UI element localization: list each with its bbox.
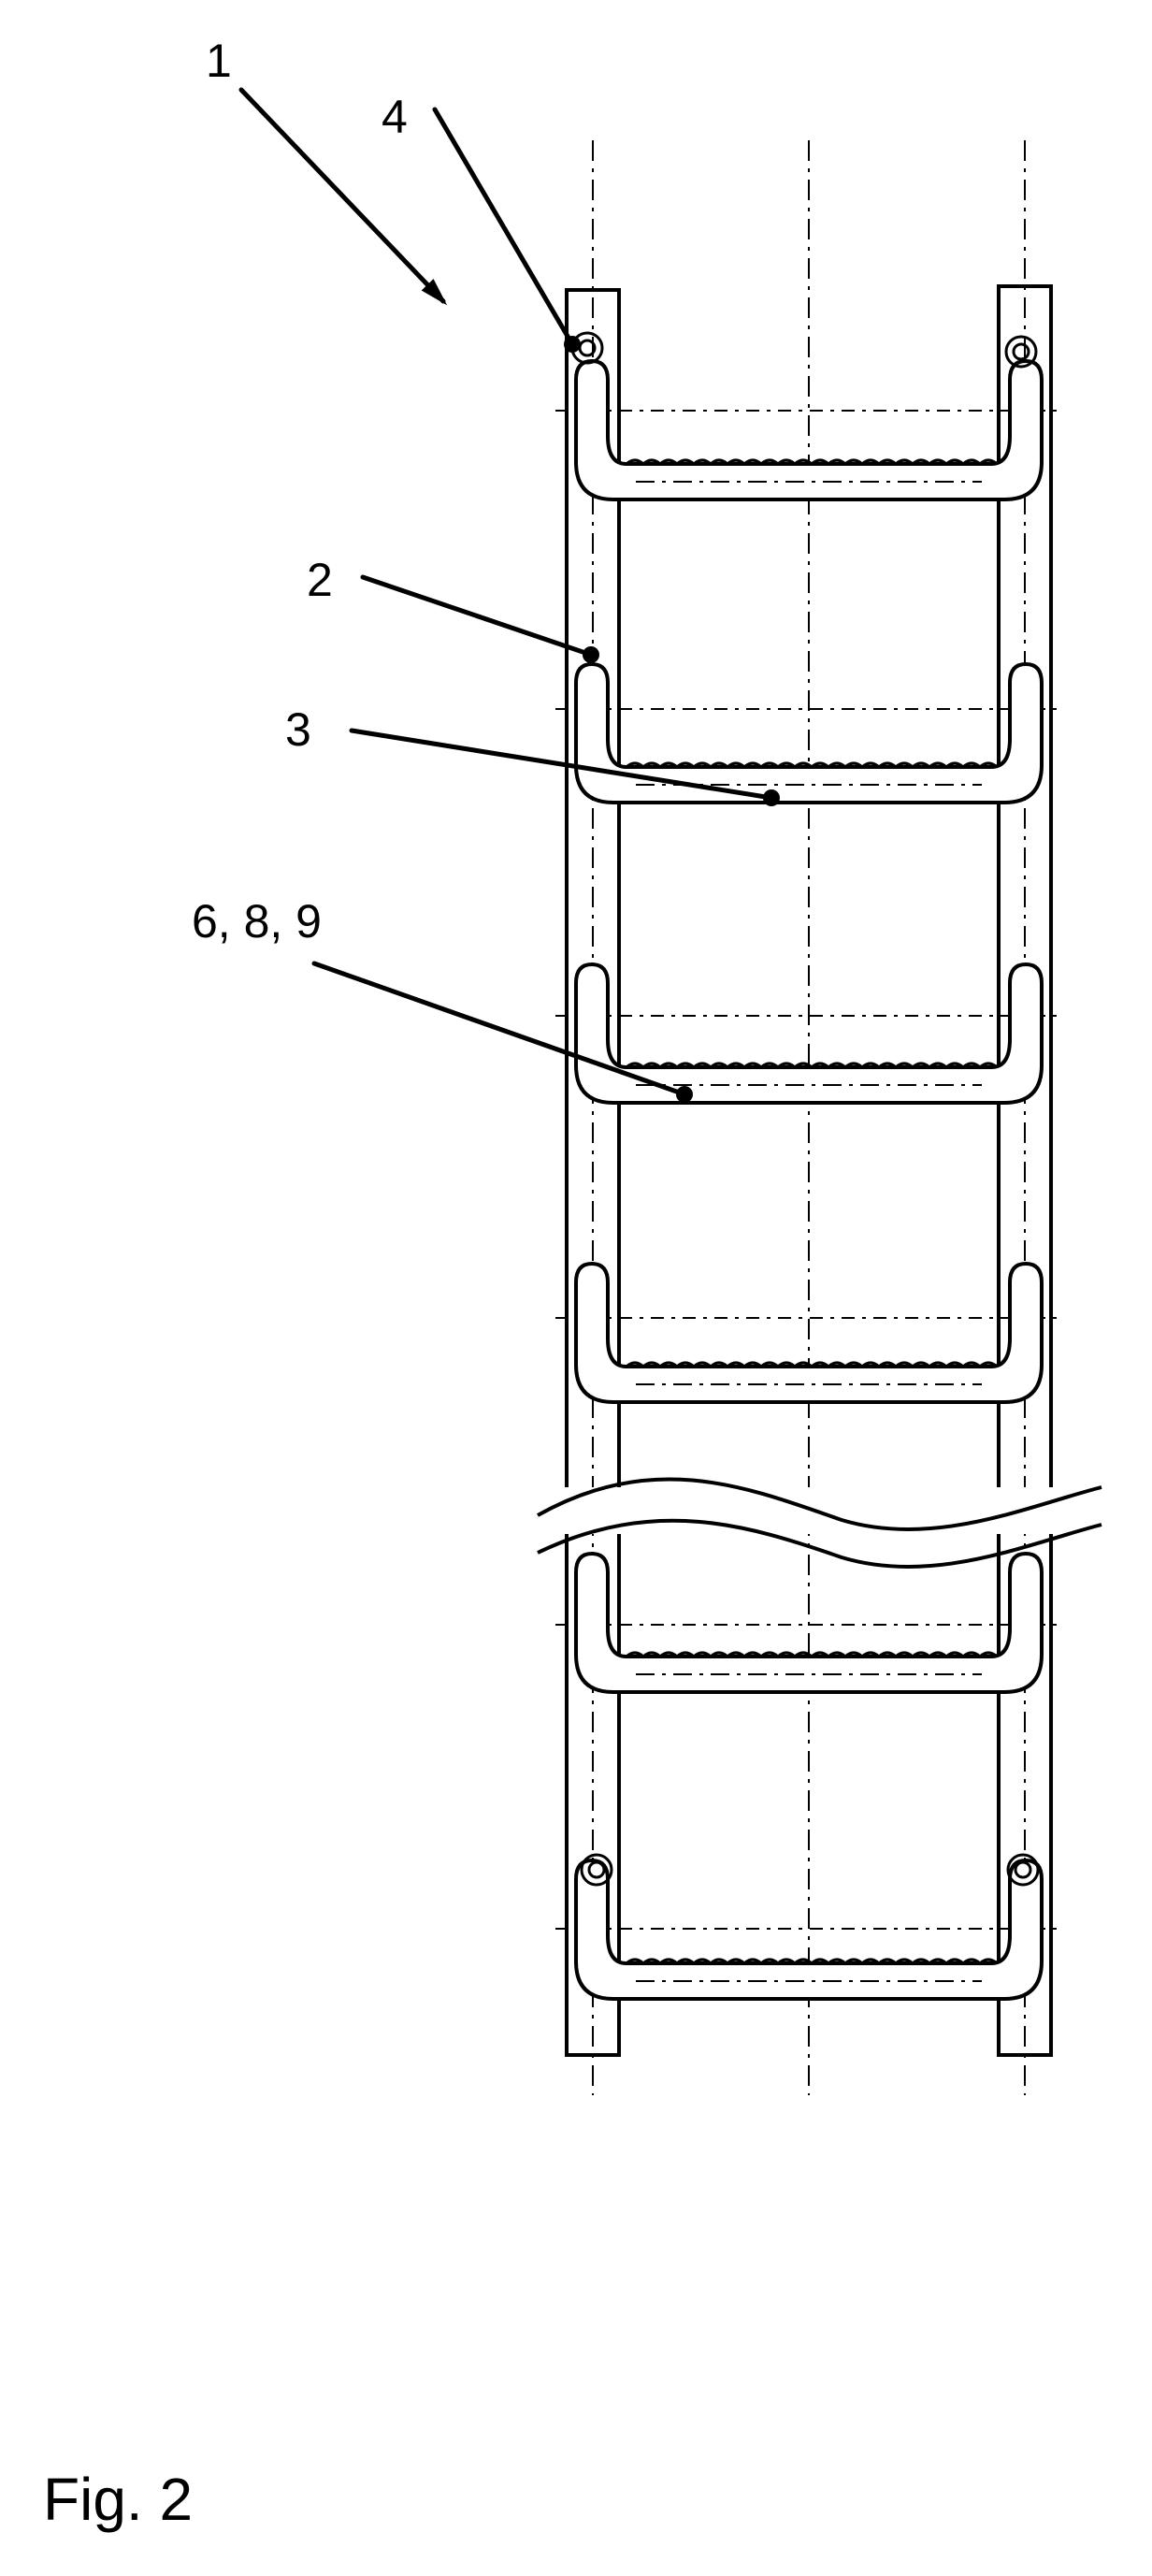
arrowhead-icon (421, 279, 448, 306)
leader-dot-icon (763, 789, 780, 806)
ref-label-3: 3 (285, 703, 311, 756)
ref-label-4: 4 (382, 91, 408, 143)
break-line-lower (537, 1518, 1102, 1569)
left-rail-upper (565, 288, 621, 1487)
leader-line-2 (360, 574, 594, 658)
figure-caption: Fig. 2 (43, 2466, 194, 2533)
leader-dot-icon (564, 336, 581, 353)
rung-4 (574, 1261, 1044, 1404)
rung-tread (626, 458, 998, 467)
rung-2 (574, 661, 1044, 804)
bolt-icon (580, 1853, 613, 1887)
rung-tread (626, 1651, 998, 1659)
rung-tread (626, 1361, 998, 1369)
leader-dot-icon (583, 646, 599, 663)
rung-3 (574, 962, 1044, 1105)
ref-label-2: 2 (307, 554, 333, 606)
rung-5 (574, 1551, 1044, 1694)
bolt-icon (1004, 335, 1038, 369)
ref-label-1: 1 (206, 35, 232, 87)
right-rail-upper (997, 284, 1053, 1487)
bolt-icon (1006, 1853, 1040, 1887)
leader-line-4 (432, 107, 575, 347)
bolt-inner-icon (587, 1860, 606, 1879)
right-rail-lower (997, 1534, 1053, 2057)
leader-line-1 (238, 87, 446, 304)
leader-dot-icon (676, 1086, 693, 1103)
rung-1 (574, 358, 1044, 501)
left-rail-lower (565, 1534, 621, 2057)
rung-tread (626, 1062, 998, 1070)
rung-tread (626, 761, 998, 770)
leader-line-3 (349, 728, 774, 801)
leader-line-6-8-9 (311, 961, 687, 1097)
bolt-inner-icon (1012, 342, 1030, 361)
bolt-inner-icon (1014, 1860, 1032, 1879)
rung-tread (626, 1958, 998, 1966)
break-line-upper (537, 1477, 1102, 1531)
ref-label-6-8-9: 6, 8, 9 (192, 895, 322, 948)
